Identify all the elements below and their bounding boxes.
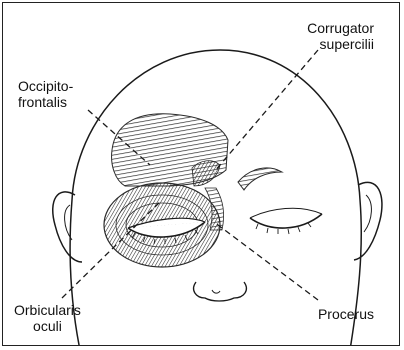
leader-procerus — [214, 222, 318, 300]
label-line: Corrugator — [307, 20, 374, 36]
label-corrugator-supercilii: Corrugator supercilii — [307, 20, 374, 52]
leader-corrugator — [214, 50, 318, 172]
label-procerus: Procerus — [318, 306, 374, 322]
label-orbicularis-oculi: Orbicularis oculi — [14, 302, 81, 334]
left-ear — [53, 192, 82, 262]
label-line: Orbicularis — [14, 302, 81, 318]
label-occipitofrontalis: Occipito- frontalis — [18, 78, 73, 110]
label-line: supercilii — [307, 36, 374, 52]
right-eye — [250, 214, 322, 228]
label-line: frontalis — [18, 94, 73, 110]
right-eyebrow — [238, 168, 282, 190]
corrugator-muscle — [192, 161, 220, 186]
right-ear — [354, 182, 382, 260]
label-line: oculi — [14, 318, 81, 334]
label-line: Occipito- — [18, 78, 73, 94]
